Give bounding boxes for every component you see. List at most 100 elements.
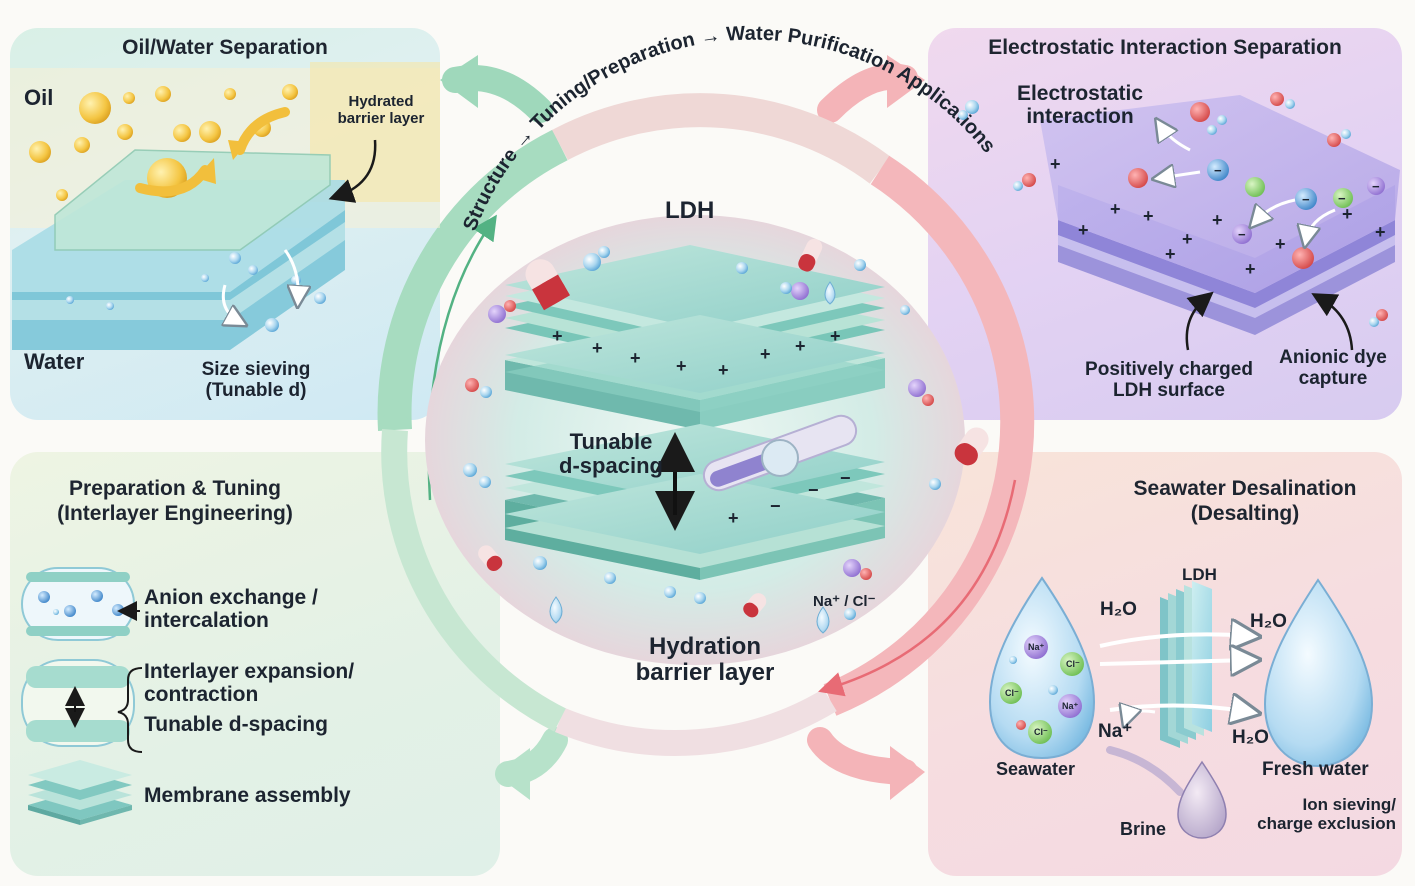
- pill-icons: [478, 238, 989, 618]
- na-label: Na⁺: [1098, 721, 1133, 742]
- electro-arrow-1: [1160, 125, 1191, 152]
- anion-exchange-icon: [21, 567, 140, 641]
- svg-text:+: +: [1078, 220, 1089, 240]
- hydrated-line-1: Hydrated: [348, 93, 414, 110]
- seawater-label: Seawater: [996, 759, 1076, 779]
- dye-line-2: capture: [1298, 367, 1368, 389]
- hydrated-barrier-label: Hydrated barrier layer: [322, 93, 440, 127]
- desal-title-line-1: Seawater Desalination: [1133, 477, 1357, 500]
- cycle-ring-bottom: [555, 688, 837, 756]
- svg-text:+: +: [795, 336, 806, 356]
- desal-title-line-2: (Desalting): [1190, 502, 1300, 526]
- svg-text:−: −: [1302, 192, 1310, 207]
- fresh-water-drop: [1263, 578, 1374, 768]
- dspacing-line-2: d-spacing: [559, 453, 663, 479]
- seawater-ion-labels: Na⁺ Cl⁻ Cl⁻ Na⁺ Cl⁻: [1005, 642, 1080, 737]
- h2o-flow-1: [1099, 634, 1250, 646]
- water-droplets-core: [549, 281, 836, 634]
- ion-charge-signs: −− −− −: [1214, 163, 1380, 242]
- seawater-ions: [1000, 635, 1084, 744]
- na-rejection-arrow: [1126, 711, 1156, 720]
- electro-arrow-2: [1160, 172, 1201, 178]
- dspacing-label: Tunable d-spacing: [552, 429, 670, 479]
- svg-text:+: +: [1375, 222, 1386, 242]
- cycle-ring-green: [377, 129, 568, 431]
- interlayer-expansion-label: Interlayer expansion/ contraction Tunabl…: [144, 660, 354, 736]
- svg-text:+: +: [830, 326, 841, 346]
- svg-text:−: −: [1214, 163, 1222, 178]
- svg-text:+: +: [1245, 259, 1256, 279]
- ldh-center-title: LDH: [665, 197, 715, 224]
- svg-text:+: +: [1212, 210, 1223, 230]
- svg-text:+: +: [1275, 234, 1286, 254]
- svg-text:−: −: [808, 480, 819, 500]
- svg-text:+: +: [1143, 206, 1154, 226]
- h2o-label-in: H₂O: [1100, 599, 1137, 620]
- preparation-title: Preparation & Tuning (Interlayer Enginee…: [10, 476, 340, 526]
- svg-text:+: +: [718, 360, 729, 380]
- sieving-desal-line-1: Ion sieving/: [1302, 795, 1396, 814]
- svg-text:Na⁺: Na⁺: [1062, 701, 1079, 711]
- svg-text:−: −: [1238, 227, 1246, 242]
- dye-line-1: Anionic dye: [1279, 347, 1387, 368]
- svg-text:+: +: [1165, 244, 1176, 264]
- interlayer-expansion-icon: [21, 659, 143, 753]
- ions-label: Na⁺ / Cl⁻: [813, 593, 876, 610]
- svg-text:Na⁺: Na⁺: [1028, 642, 1045, 652]
- prep-title-line-2: (Interlayer Engineering): [57, 502, 293, 526]
- membrane-assembly-icon: [28, 760, 132, 825]
- interaction-line-1: Electrostatic: [1016, 82, 1144, 105]
- cycle-ring-left-bottom: [381, 429, 566, 732]
- svg-text:Cl⁻: Cl⁻: [1005, 688, 1019, 698]
- brine-flow: [1106, 746, 1184, 796]
- water-pass-arrow-1: [223, 284, 240, 322]
- desalination-title: Seawater Desalination (Desalting): [1090, 476, 1400, 526]
- size-sieving-label: Size sieving (Tunable d): [176, 359, 336, 402]
- positively-charged-label: Positively charged LDH surface: [1058, 359, 1280, 402]
- surface-line-1: Positively charged: [1085, 359, 1253, 380]
- inner-pink-arrow: [818, 479, 1017, 697]
- interaction-line-2: interaction: [1026, 105, 1134, 129]
- svg-text:+: +: [760, 344, 771, 364]
- interlayer-line-1: Interlayer expansion/: [144, 660, 355, 683]
- electrostatic-interaction-label: Electrostatic interaction: [995, 82, 1165, 128]
- water-label: Water: [24, 349, 85, 374]
- charges-lower: + − − −: [728, 468, 851, 528]
- brine-label: Brine: [1120, 819, 1167, 839]
- water-molecules: [463, 246, 941, 620]
- sieving-line-1: Size sieving: [201, 359, 311, 380]
- oil-water-membrane: [12, 149, 345, 350]
- anion-exchange-label: Anion exchange / intercalation: [144, 586, 318, 632]
- sieving-line-2: (Tunable d): [205, 379, 307, 401]
- dspacing-line-1: Tunable: [569, 429, 653, 454]
- electro-arrow-3: [1255, 198, 1296, 222]
- hydrated-zone: [310, 62, 440, 202]
- surface-line-2: LDH surface: [1113, 379, 1225, 401]
- svg-text:+: +: [592, 338, 603, 358]
- svg-text:+: +: [1110, 199, 1121, 219]
- svg-text:Cl⁻: Cl⁻: [1066, 659, 1080, 669]
- hydration-line-1: Hydration: [648, 633, 761, 660]
- brine-drop: [1177, 760, 1227, 839]
- svg-text:−: −: [770, 496, 781, 516]
- interlayer-line-3: Tunable d-spacing: [144, 713, 328, 737]
- svg-text:+: +: [728, 508, 739, 528]
- svg-text:+: +: [630, 348, 641, 368]
- water-pass-arrow-2: [283, 249, 298, 300]
- h2o-label-out-1: H₂O: [1250, 611, 1287, 632]
- svg-text:+: +: [552, 326, 563, 346]
- svg-text:Cl⁻: Cl⁻: [1034, 727, 1048, 737]
- svg-text:+: +: [676, 356, 687, 376]
- tuning-slider: [702, 414, 858, 492]
- hydration-label: Hydration barrier layer: [615, 633, 795, 687]
- anion-line-1: Anion exchange /: [144, 586, 318, 609]
- ions-electrostatic: [958, 92, 1388, 327]
- positive-charges-upper: + + + + + + + +: [552, 326, 841, 380]
- oil-water-title: Oil/Water Separation: [122, 36, 328, 59]
- svg-text:−: −: [840, 468, 851, 488]
- h2o-flow-2: [1099, 660, 1250, 664]
- hydration-line-2: barrier layer: [635, 659, 775, 687]
- ldh-membrane-desal: [1160, 581, 1212, 748]
- sieving-desal-line-2: charge exclusion: [1257, 813, 1396, 833]
